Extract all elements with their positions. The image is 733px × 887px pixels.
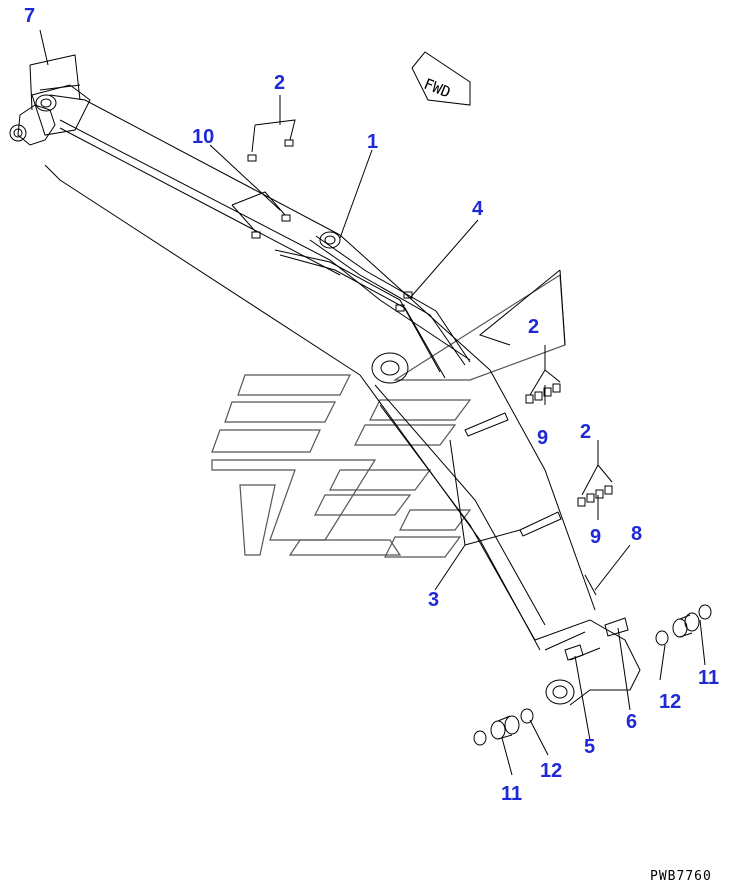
callout-3: 3	[428, 589, 439, 611]
callout-2: 2	[274, 72, 285, 94]
clamps-and-bolts	[247, 139, 629, 661]
fwd-indicator: FWD	[411, 51, 471, 106]
callout-6: 6	[626, 711, 637, 733]
callout-2: 2	[528, 316, 539, 338]
callout-12: 12	[659, 691, 681, 713]
figure-code: PWB7760	[650, 869, 712, 884]
callout-4: 4	[472, 198, 484, 220]
piping	[274, 235, 471, 379]
callout-12: 12	[540, 760, 562, 782]
callout-1: 1	[367, 131, 378, 153]
callout-11: 11	[698, 667, 719, 689]
callouts: 7 2 10 1 4 2 9 2 9 8 3 11 12 6 5 12 11	[24, 5, 719, 805]
pin-bosses	[9, 94, 575, 705]
callout-11: 11	[501, 783, 522, 805]
callout-5: 5	[584, 736, 595, 758]
callout-10: 10	[192, 126, 214, 148]
callout-9: 9	[590, 526, 601, 548]
fwd-label: FWD	[421, 75, 453, 102]
callout-7: 7	[24, 5, 35, 27]
callout-8: 8	[631, 523, 642, 545]
callout-2: 2	[580, 421, 591, 443]
tip-pin-parts	[473, 604, 712, 746]
leader-lines	[29, 29, 706, 776]
callout-9: 9	[537, 427, 548, 449]
